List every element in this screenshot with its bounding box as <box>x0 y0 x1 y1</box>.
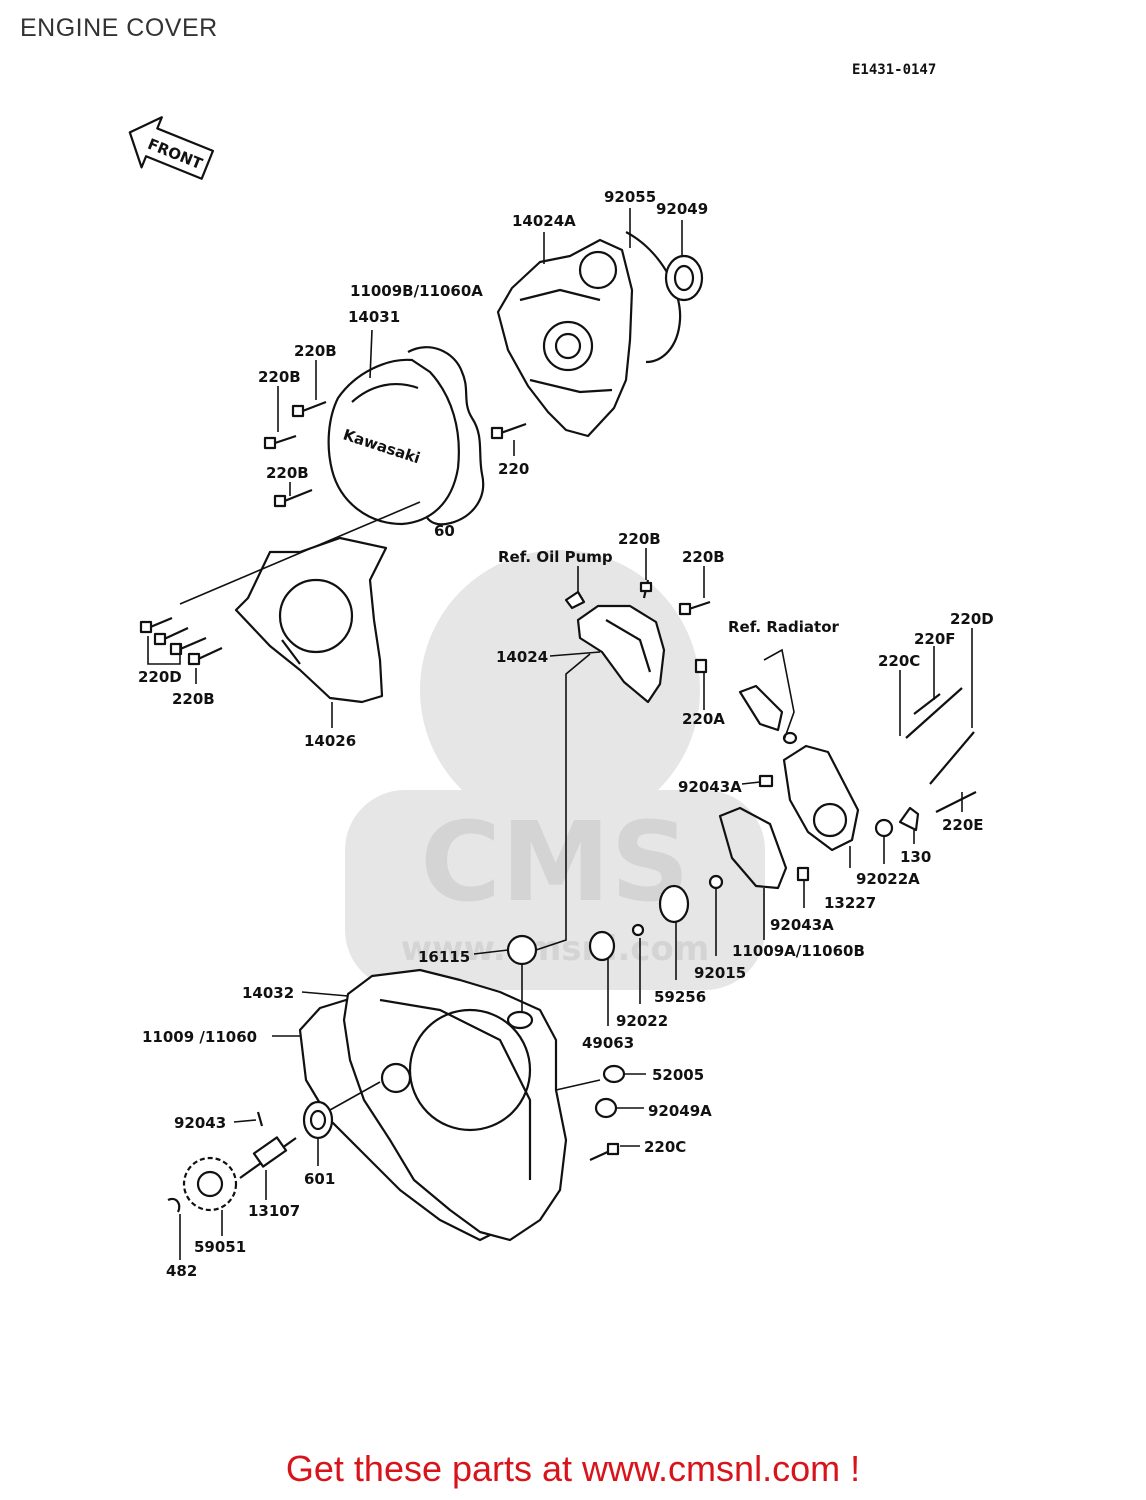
label-ref-radiator: Ref. Radiator <box>728 618 839 636</box>
cover-14032 <box>342 968 568 1242</box>
seal-601 <box>302 1100 334 1140</box>
sprocket-59051 <box>182 1156 238 1212</box>
label-130: 130 <box>900 848 931 866</box>
bolts-upper-left <box>263 360 327 508</box>
label-92043: 92043 <box>174 1114 226 1132</box>
label-13107: 13107 <box>248 1202 300 1220</box>
cover-14026 <box>234 536 388 704</box>
clutch-cover-group <box>490 208 704 456</box>
front-arrow: FRONT <box>128 116 215 180</box>
label-220b-1: 220B <box>294 342 337 360</box>
part-labels: 92055 92049 14024A 11009B/11060A 14031 2… <box>138 188 994 1280</box>
label-220f: 220F <box>914 630 956 648</box>
label-220b-4: 220B <box>618 530 661 548</box>
generator-cover-group: Kawasaki <box>327 329 485 526</box>
label-ref-oil-pump: Ref. Oil Pump <box>498 548 613 566</box>
label-92049: 92049 <box>656 200 708 218</box>
oil-pump-cover-group <box>523 548 711 955</box>
label-601: 601 <box>304 1170 335 1188</box>
label-92022: 92022 <box>616 1012 668 1030</box>
label-14031: 14031 <box>348 308 400 326</box>
label-92043a-1: 92043A <box>678 778 742 796</box>
watermark-brand: CMS <box>420 798 689 926</box>
footer-banner[interactable]: Get these parts at www.cmsnl.com ! <box>285 1448 861 1489</box>
radiator-pipe <box>738 684 784 732</box>
generator-cover-14031 <box>327 358 460 526</box>
cover-14024 <box>576 604 666 704</box>
diagram-code: E1431-0147 <box>852 62 937 78</box>
label-14026: 14026 <box>304 732 356 750</box>
label-59051: 59051 <box>194 1238 246 1256</box>
label-13227: 13227 <box>824 894 876 912</box>
label-220d-1: 220D <box>950 610 994 628</box>
label-220b-6: 220B <box>172 690 215 708</box>
label-14032: 14032 <box>242 984 294 1002</box>
starter-gear-group <box>167 1081 381 1260</box>
seal-92049 <box>664 254 704 302</box>
water-pump-group <box>718 628 977 940</box>
label-14024: 14024 <box>496 648 548 666</box>
label-220e: 220E <box>942 816 984 834</box>
label-92049a: 92049A <box>648 1102 712 1120</box>
page-title: ENGINE COVER <box>20 14 218 42</box>
label-220a: 220A <box>682 710 725 728</box>
sprocket-cover-group <box>139 501 421 728</box>
label-220: 220 <box>498 460 529 478</box>
watermark-url: www.cmsnl.com <box>401 929 710 969</box>
seal-59256 <box>658 884 690 924</box>
label-11009-11060: 11009 /11060 <box>142 1028 257 1046</box>
label-11009a-11060b: 11009A/11060B <box>732 942 865 960</box>
label-220c-1: 220C <box>878 652 920 670</box>
label-16115: 16115 <box>418 948 470 966</box>
label-49063: 49063 <box>582 1034 634 1052</box>
label-220b-3: 220B <box>266 464 309 482</box>
watermark: CMS www.cmsnl.com <box>345 550 765 990</box>
label-220d-2: 220D <box>138 668 182 686</box>
gasket-11009b <box>407 346 485 526</box>
label-220b-2: 220B <box>258 368 301 386</box>
label-11009b-11060a: 11009B/11060A <box>350 282 483 300</box>
label-92055: 92055 <box>604 188 656 206</box>
label-59256: 59256 <box>654 988 706 1006</box>
bushing-49063 <box>588 930 616 962</box>
crankcase-cover-group <box>272 874 724 1242</box>
label-14024a: 14024A <box>512 212 576 230</box>
label-92022a: 92022A <box>856 870 920 888</box>
cover-14024a <box>496 238 634 438</box>
label-92015: 92015 <box>694 964 746 982</box>
o-ring-92055 <box>625 231 682 364</box>
label-482: 482 <box>166 1262 197 1280</box>
plug-16115 <box>506 934 538 966</box>
pump-body-13227 <box>782 744 860 852</box>
label-60: 60 <box>434 522 455 540</box>
gasket-11009a <box>718 806 788 890</box>
label-220c-2: 220C <box>644 1138 686 1156</box>
label-92043a-2: 92043A <box>770 916 834 934</box>
label-220b-5: 220B <box>682 548 725 566</box>
label-52005: 52005 <box>652 1066 704 1084</box>
